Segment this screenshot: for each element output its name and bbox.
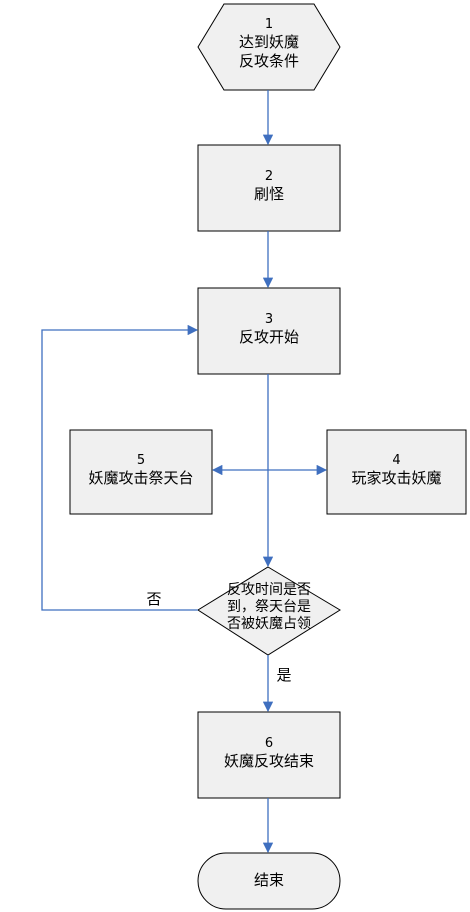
box-5-shape (69, 429, 213, 515)
node-4-number: 4 (392, 453, 401, 468)
start-hexagon-shape (197, 3, 341, 91)
decision-label: 反攻时间是否 到，祭天台是 否被妖魔占领 (198, 582, 340, 633)
node-3-label: 3 反攻开始 (198, 311, 340, 347)
node-6-label: 6 妖魔反攻结束 (198, 735, 340, 771)
box-4-shape (326, 429, 467, 515)
start-node-text-line1: 达到妖魔 (238, 33, 299, 51)
node-4-text: 玩家攻击妖魔 (351, 469, 442, 487)
node-2-number: 2 (264, 169, 274, 184)
start-node-text-line2: 反攻条件 (238, 52, 299, 70)
node-5-number: 5 (136, 453, 146, 468)
node-2-label: 2 刷怪 (198, 168, 340, 204)
edge-label-yes: 是 (276, 666, 292, 684)
decision-text-line3: 否被妖魔占领 (227, 616, 311, 632)
node-6-text: 妖魔反攻结束 (223, 752, 314, 770)
box-6-shape (197, 711, 341, 799)
decision-text-line2: 到，祭天台是 (227, 599, 311, 615)
node-5-text: 妖魔攻击祭天台 (88, 469, 194, 487)
start-node-label: 1 达到妖魔 反攻条件 (198, 16, 340, 71)
box-2-shape (197, 144, 341, 232)
end-node-text: 结束 (253, 871, 284, 889)
end-node-label: 结束 (198, 871, 340, 890)
node-6-number: 6 (264, 736, 274, 751)
node-3-text: 反攻开始 (238, 328, 299, 346)
node-3-number: 3 (264, 312, 274, 327)
arrow-no-loop (41, 324, 199, 611)
node-4-label: 4 玩家攻击妖魔 (327, 452, 466, 488)
edge-label-no: 否 (146, 590, 162, 608)
start-node-number: 1 (264, 17, 274, 32)
node-2-text: 刷怪 (253, 185, 284, 203)
node-5-label: 5 妖魔攻击祭天台 (70, 452, 212, 488)
decision-text-line1: 反攻时间是否 (227, 582, 311, 598)
